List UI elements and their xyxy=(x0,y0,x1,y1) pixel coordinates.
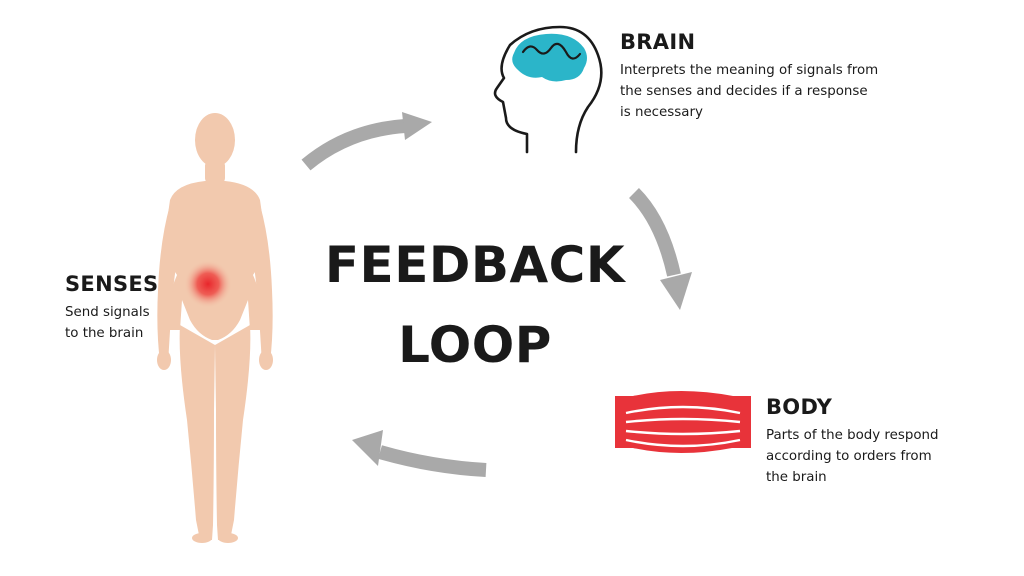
title-line-1: FEEDBACK xyxy=(324,236,626,294)
brain-description: Interprets the meaning of signals from t… xyxy=(620,60,878,123)
body-description-line: Parts of the body respond xyxy=(766,428,939,443)
cycle-arrows xyxy=(301,119,681,477)
arrow-head-icon xyxy=(352,430,383,466)
body-description: Parts of the body respond according to o… xyxy=(766,425,939,488)
brain-heading: BRAIN xyxy=(620,30,696,54)
title-line-2: LOOP xyxy=(398,316,552,374)
senses-label-block: SENSES Send signals to the brain xyxy=(65,272,158,344)
body-description-line: according to orders from xyxy=(766,449,932,464)
head-with-brain-icon xyxy=(493,25,603,154)
muscle-fiber-icon xyxy=(615,391,751,453)
arrow-senses-to-brain xyxy=(301,119,406,171)
arrow-head-icon xyxy=(660,272,692,310)
page-title: FEEDBACK LOOP xyxy=(300,225,650,385)
brain-description-line: Interprets the meaning of signals from xyxy=(620,63,879,78)
senses-description-line: to the brain xyxy=(65,326,144,341)
brain-label-block: BRAIN Interprets the meaning of signals … xyxy=(620,30,878,123)
senses-heading: SENSES xyxy=(65,272,159,296)
brain-description-line: is necessary xyxy=(620,105,703,120)
arrow-head-icon xyxy=(402,112,432,140)
brain-description-line: the senses and decides if a response xyxy=(620,84,868,99)
female-body-figure xyxy=(157,113,273,543)
senses-description-line: Send signals xyxy=(65,305,150,320)
arrow-brain-to-body xyxy=(628,188,681,277)
body-heading: BODY xyxy=(766,395,833,419)
body-label-block: BODY Parts of the body respond according… xyxy=(766,395,939,488)
senses-description: Send signals to the brain xyxy=(65,302,158,344)
arrow-body-to-senses xyxy=(378,445,487,477)
pain-signal-spot xyxy=(184,260,232,308)
body-description-line: the brain xyxy=(766,470,827,485)
